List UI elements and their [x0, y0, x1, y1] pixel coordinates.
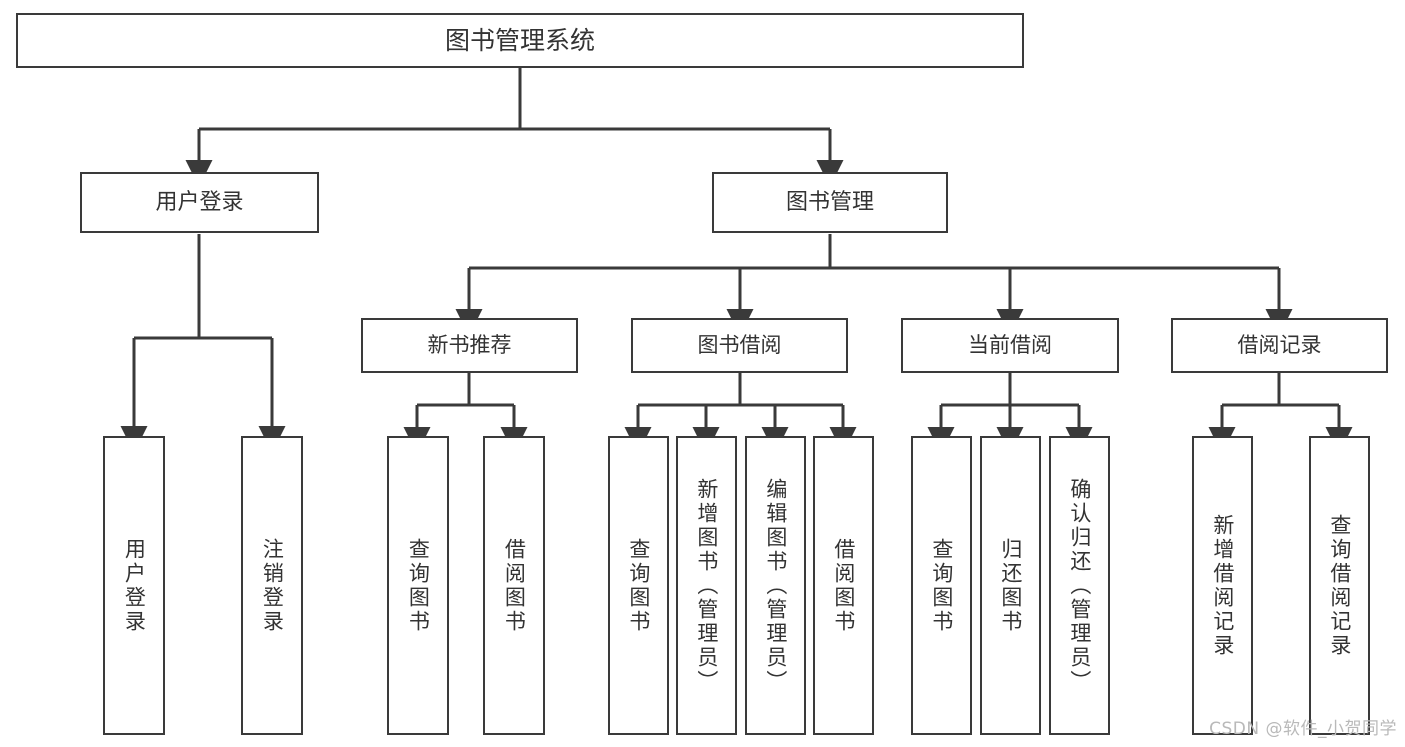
node-leaf-query-book-3[interactable]: 查询图书 [911, 436, 972, 735]
node-borrow-record-label: 借阅记录 [1237, 333, 1322, 358]
node-book-borrow[interactable]: 图书借阅 [631, 318, 848, 373]
node-leaf-logout[interactable]: 注销登录 [241, 436, 303, 735]
watermark: CSDN @软件_小贺同学 [1209, 719, 1397, 739]
node-new-book-recommend-label: 新书推荐 [427, 333, 512, 358]
node-leaf-query-book-2[interactable]: 查询图书 [608, 436, 669, 735]
node-current-borrow[interactable]: 当前借阅 [901, 318, 1119, 373]
node-leaf-add-book[interactable]: 新增图书（管理员） [676, 436, 737, 735]
node-leaf-user-login-label: 用户登录 [122, 537, 147, 634]
node-leaf-return-book-label: 归还图书 [998, 537, 1023, 634]
node-book-borrow-label: 图书借阅 [697, 333, 782, 358]
node-leaf-borrow-book-1-label: 借阅图书 [502, 537, 527, 634]
node-root[interactable]: 图书管理系统 [16, 13, 1024, 68]
node-leaf-add-record[interactable]: 新增借阅记录 [1192, 436, 1253, 735]
node-leaf-borrow-book-1[interactable]: 借阅图书 [483, 436, 545, 735]
node-current-borrow-label: 当前借阅 [968, 333, 1052, 358]
node-root-label: 图书管理系统 [444, 25, 595, 55]
node-new-book-recommend[interactable]: 新书推荐 [361, 318, 578, 373]
node-book-management-label: 图书管理 [785, 189, 874, 215]
node-leaf-query-record-label: 查询借阅记录 [1327, 513, 1352, 658]
node-leaf-query-book-1-label: 查询图书 [406, 537, 431, 634]
node-borrow-record[interactable]: 借阅记录 [1171, 318, 1388, 373]
node-user-login-label: 用户登录 [155, 189, 244, 215]
node-leaf-return-book[interactable]: 归还图书 [980, 436, 1041, 735]
node-leaf-borrow-book-2-label: 借阅图书 [831, 537, 856, 634]
node-leaf-query-book-3-label: 查询图书 [929, 537, 954, 634]
node-leaf-user-login[interactable]: 用户登录 [103, 436, 165, 735]
node-leaf-query-book-1[interactable]: 查询图书 [387, 436, 449, 735]
node-leaf-borrow-book-2[interactable]: 借阅图书 [813, 436, 874, 735]
node-leaf-add-book-label: 新增图书（管理员） [694, 477, 719, 694]
node-leaf-query-book-2-label: 查询图书 [626, 537, 651, 634]
node-leaf-edit-book[interactable]: 编辑图书（管理员） [745, 436, 806, 735]
node-user-login[interactable]: 用户登录 [80, 172, 319, 233]
node-book-management[interactable]: 图书管理 [712, 172, 948, 233]
node-leaf-query-record[interactable]: 查询借阅记录 [1309, 436, 1370, 735]
node-leaf-logout-label: 注销登录 [260, 537, 285, 634]
node-leaf-confirm-return-label: 确认归还（管理员） [1067, 477, 1092, 694]
node-leaf-add-record-label: 新增借阅记录 [1210, 513, 1235, 658]
node-leaf-edit-book-label: 编辑图书（管理员） [763, 477, 788, 694]
node-leaf-confirm-return[interactable]: 确认归还（管理员） [1049, 436, 1110, 735]
